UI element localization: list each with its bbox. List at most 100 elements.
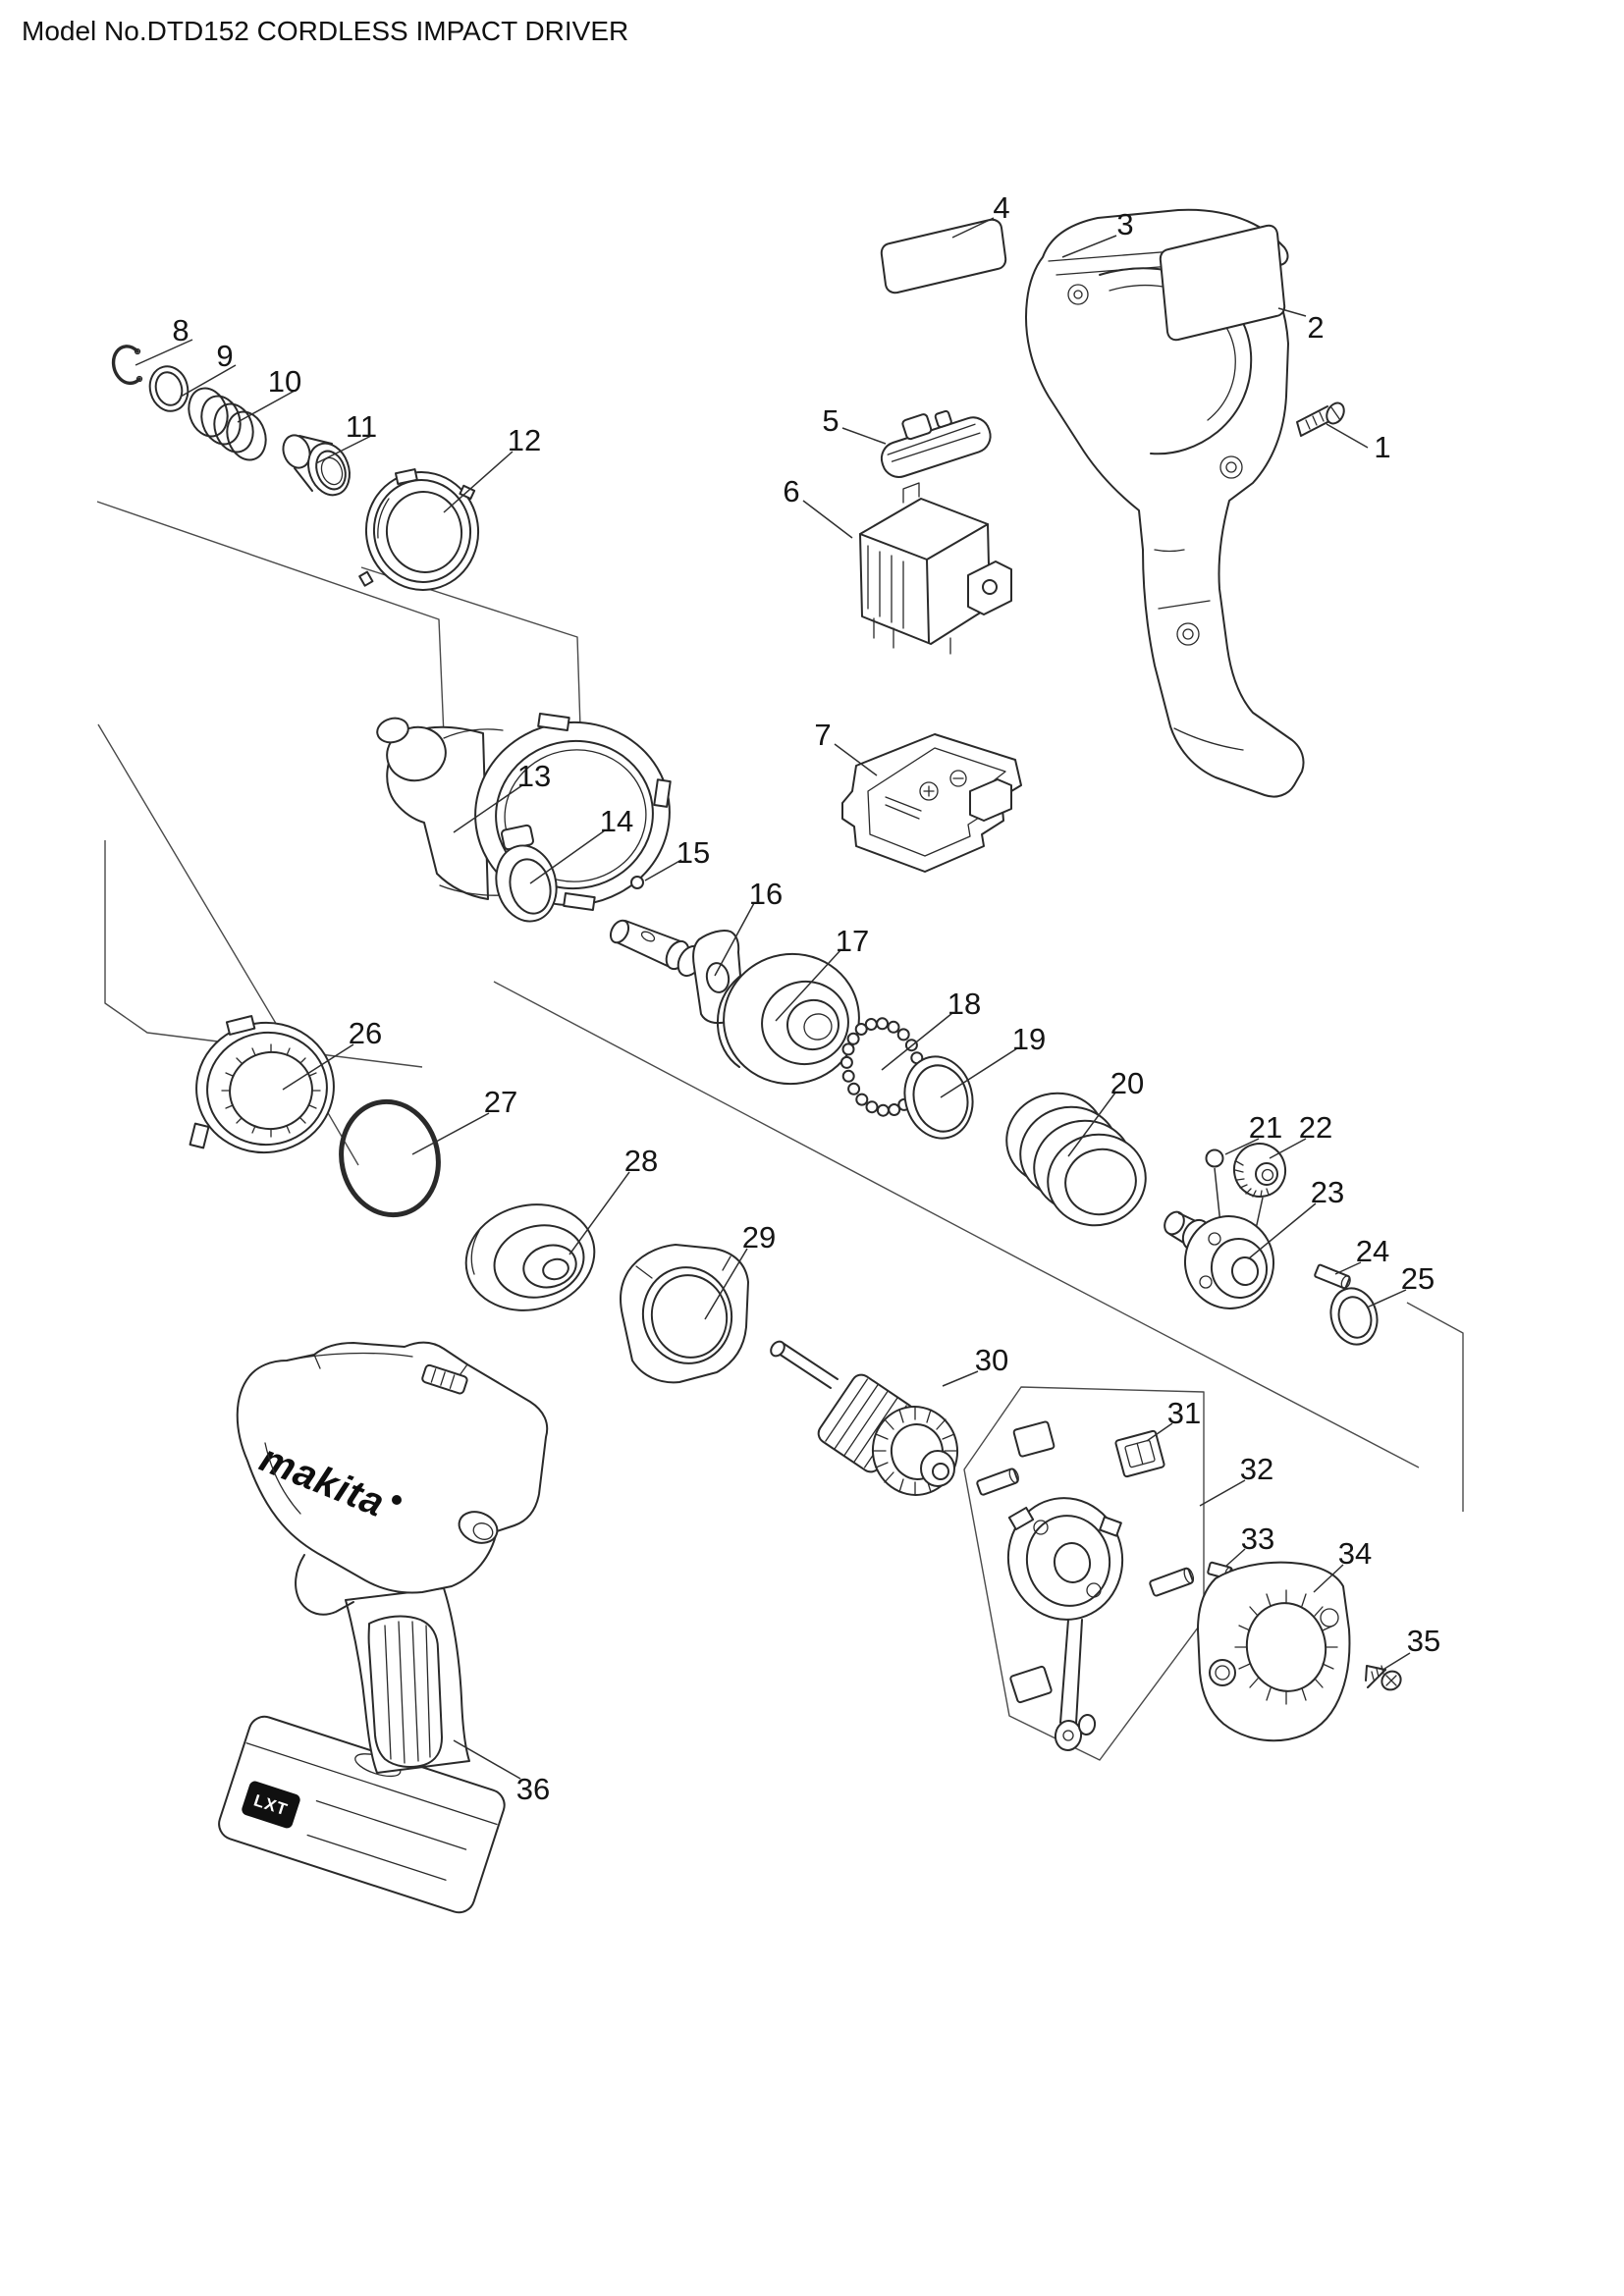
part-23-label: 23 — [1311, 1175, 1344, 1209]
part-33-leader-line — [1224, 1548, 1246, 1568]
part-1-leader-line — [1326, 423, 1369, 449]
part-9-label: 9 — [216, 339, 233, 373]
part-8-retaining-ring — [111, 345, 143, 386]
part-20-label: 20 — [1110, 1066, 1144, 1100]
part-12-ring — [358, 468, 480, 591]
part-28-label: 28 — [624, 1144, 658, 1178]
part-36-tool-body: LXT makita — [218, 1341, 549, 1914]
part-11-sleeve — [282, 434, 351, 497]
part-13-leader-line — [453, 784, 523, 833]
part-18-leader-line — [881, 1012, 953, 1071]
part-13-label: 13 — [517, 759, 551, 793]
part-31-label: 31 — [1167, 1396, 1201, 1430]
part-17-label: 17 — [836, 924, 869, 958]
part-18-label: 18 — [947, 987, 981, 1021]
part-29-leader-line — [704, 1248, 748, 1320]
part-14-washer — [495, 844, 558, 923]
part-32-brush-holder-assembly — [976, 1420, 1195, 1751]
part-25-label: 25 — [1401, 1261, 1435, 1296]
page-title: Model No.DTD152 CORDLESS IMPACT DRIVER — [22, 16, 629, 46]
part-35-label: 35 — [1407, 1624, 1440, 1658]
part-34-stator — [1197, 1561, 1351, 1742]
part-36-label: 36 — [516, 1772, 550, 1806]
part-7-label: 7 — [814, 718, 831, 752]
part-23-spindle — [1164, 1210, 1275, 1309]
part-34-leader-line — [1313, 1564, 1344, 1593]
part-30-leader-line — [942, 1370, 979, 1387]
part-22-leader-line — [1269, 1138, 1307, 1159]
part-6-switch — [859, 482, 1012, 655]
part-21-leader-line — [1224, 1138, 1260, 1155]
part-30-armature — [770, 1340, 959, 1496]
part-5-label: 5 — [822, 403, 839, 438]
part-11-leader-line — [315, 435, 372, 464]
part-25-leader-line — [1366, 1289, 1407, 1308]
part-14-leader-line — [529, 829, 606, 884]
part-10-leader-line — [237, 390, 296, 423]
part-16-leader-line — [714, 902, 755, 977]
part-8-leader-line — [135, 339, 193, 366]
part-31-leader-line — [1146, 1422, 1173, 1442]
part-9-leader-line — [180, 364, 237, 398]
part-27-o-ring — [339, 1098, 441, 1218]
part-27-leader-line — [411, 1112, 490, 1155]
part-32-label: 32 — [1240, 1452, 1273, 1486]
part-24-pin — [1314, 1263, 1351, 1290]
part-2-label-sticker — [1159, 224, 1286, 342]
part-16-label: 16 — [749, 877, 783, 911]
part-20-compression-spring — [1005, 1092, 1147, 1227]
part-17-leader-line — [775, 949, 841, 1022]
part-15-steel-ball — [630, 876, 644, 889]
part-8-label: 8 — [172, 313, 189, 347]
part-21-label: 21 — [1249, 1110, 1282, 1145]
part-32-leader-line — [1199, 1479, 1246, 1507]
part-10-label: 10 — [268, 364, 301, 399]
part-26-leader-line — [282, 1043, 354, 1091]
logo-dot — [392, 1495, 402, 1505]
part-34-label: 34 — [1338, 1536, 1372, 1571]
part-19-washer — [903, 1055, 974, 1140]
part-6-leader-line — [802, 500, 853, 539]
part-36-leader-line — [453, 1739, 521, 1780]
part-11-label: 11 — [346, 409, 377, 444]
part-35-leader-line — [1383, 1652, 1411, 1670]
part-17-hammer — [716, 952, 860, 1086]
part-27-label: 27 — [484, 1085, 517, 1119]
part-23-leader-line — [1248, 1202, 1317, 1259]
part-7-terminal-block — [841, 733, 1022, 873]
part-1-label: 1 — [1374, 430, 1390, 464]
part-9-washer — [148, 365, 189, 412]
part-21-steel-ball — [1205, 1148, 1224, 1225]
part-24-label: 24 — [1356, 1234, 1389, 1268]
part-4-label-sticker — [880, 218, 1007, 294]
part-28-bearing-retainer — [464, 1203, 596, 1311]
part-5-change-lever — [880, 409, 992, 478]
part-24-leader-line — [1334, 1261, 1362, 1275]
part-15-leader-line — [644, 859, 682, 881]
part-31-connector — [1114, 1429, 1165, 1478]
part-15-label: 15 — [677, 835, 710, 870]
part-3-leader-line — [1061, 235, 1117, 258]
part-3-label: 3 — [1116, 207, 1133, 241]
part-2-leader-line — [1277, 307, 1307, 317]
part-4-label: 4 — [993, 190, 1009, 225]
part-1-screw — [1296, 401, 1345, 437]
part-4-leader-line — [951, 217, 995, 239]
part-10-spring — [188, 387, 267, 461]
part-22-label: 22 — [1299, 1110, 1332, 1145]
part-7-leader-line — [834, 743, 878, 776]
part-5-leader-line — [841, 427, 887, 445]
part-32-group-outline — [963, 1386, 1205, 1761]
part-19-leader-line — [940, 1047, 1018, 1098]
part-12-label: 12 — [508, 423, 541, 457]
part-26-label: 26 — [349, 1016, 382, 1050]
lxt-badge — [242, 1781, 300, 1829]
part-26-ring-gear — [189, 1015, 335, 1154]
part-3-housing-half — [1024, 208, 1305, 798]
part-16-anvil — [609, 919, 744, 1025]
part-25-o-ring — [1329, 1287, 1379, 1346]
part-33-label: 33 — [1241, 1522, 1274, 1556]
